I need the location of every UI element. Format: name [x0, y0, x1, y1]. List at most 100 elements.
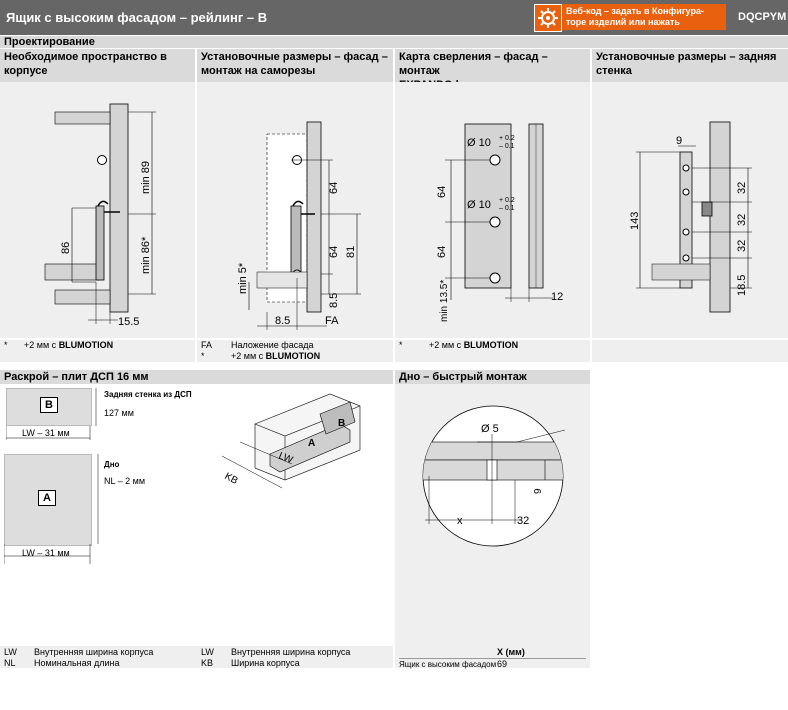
diagram-back-panel: 9 143 32 32 32 18.5	[629, 121, 752, 313]
dim-81: 81	[345, 246, 357, 258]
part-a-size: NL – 2 мм	[104, 476, 146, 486]
col1-line2: корпусе	[4, 65, 48, 77]
note-bold: BLUMOTION	[58, 340, 114, 350]
legend-abbr: KB	[201, 658, 214, 668]
legend-text: Ширина корпуса	[231, 658, 300, 668]
config-line-1: Веб-код – задать в Конфигура-	[566, 6, 704, 16]
note-fa: FA	[201, 340, 213, 350]
part-b-label: B	[40, 397, 58, 413]
dim-32-a: 32	[736, 182, 748, 194]
web-code[interactable]: DQCPYM	[738, 11, 787, 23]
note-col1: * +2 мм с BLUMOTION	[0, 340, 195, 362]
note-bold: BLUMOTION	[265, 351, 321, 361]
part-b-title: Задняя стенка из ДСП	[104, 390, 192, 399]
hole-dia-upper: Ø 10	[467, 137, 491, 149]
dim-143: 143	[629, 212, 641, 230]
col4-line1: Установочные размеры – задняя	[596, 51, 777, 63]
note-mark: *	[4, 340, 8, 350]
part-b-dim: LW – 31 мм	[22, 428, 70, 438]
iso-lw: LW	[277, 451, 295, 467]
tol-plus-lower: + 0.2	[499, 197, 515, 204]
col2-line1: Установочные размеры – фасад –	[201, 51, 388, 63]
x-row-value: 69	[497, 659, 508, 669]
col-header-space: Необходимое пространство в корпусе	[0, 49, 195, 82]
x-mm-header: X (мм)	[497, 647, 525, 657]
dim-min13-5: min 13.5*	[439, 280, 450, 322]
config-line-2: торе изделий или нажать	[566, 17, 680, 27]
legend-col2: LW Внутренняя ширина корпуса KB Ширина кор…	[197, 646, 393, 668]
note-text: +2 мм с	[24, 340, 57, 350]
iso-a: A	[308, 438, 315, 449]
col-header-front-screws: Установочные размеры – фасад – монтаж на…	[197, 49, 393, 82]
dim-64-lower: 64	[328, 246, 340, 258]
section-cutting-bar: Раскрой – плит ДСП 16 мм	[0, 370, 393, 384]
note-fa-text: Наложение фасада	[231, 340, 314, 350]
legend-text: Номинальная длина	[34, 658, 120, 668]
tol-minus-lower: – 0.1	[499, 205, 515, 212]
legend-col1: LW Внутренняя ширина корпуса NL Номинальна…	[0, 646, 197, 668]
dim-fa: FA	[325, 315, 339, 327]
legend-abbr: LW	[201, 647, 214, 657]
note-mark: *	[399, 340, 403, 350]
dim-86: 86	[60, 242, 72, 254]
note-bold: BLUMOTION	[463, 340, 519, 350]
part-b-dims	[6, 388, 97, 440]
quick-x: x	[457, 515, 463, 527]
iso-b: B	[338, 418, 345, 429]
dim-min86: min 86*	[140, 236, 152, 274]
col3-line1: Карта сверления – фасад – монтаж	[399, 51, 548, 77]
configurator-link[interactable]: Веб-код – задать в Конфигура- торе издел…	[562, 4, 726, 30]
dim-min89: min 89	[140, 161, 152, 194]
diagram-drilling-map: Ø 10 + 0.2 – 0.1 Ø 10 + 0.2 – 0.1 64 64 …	[436, 123, 563, 322]
col-header-drilling: Карта сверления – фасад – монтаж EXPANDO…	[395, 49, 590, 91]
note-col4	[592, 340, 788, 362]
legend-text: Внутренняя ширина корпуса	[34, 647, 154, 657]
drawer-isometric: LW KB A B	[221, 393, 361, 489]
x-row-label: Ящик с высоким фасадом	[399, 660, 497, 669]
dim-9: 9	[676, 135, 682, 147]
dim-64-upper: 64	[436, 186, 448, 198]
legend-abbr: NL	[4, 658, 16, 668]
iso-kb: KB	[223, 471, 240, 487]
note-col3: * +2 мм с BLUMOTION	[395, 340, 590, 362]
part-b-size: 127 мм	[104, 408, 134, 418]
quick-32: 32	[517, 515, 529, 527]
part-a-label: A	[38, 490, 56, 506]
dim-64-upper: 64	[328, 182, 340, 194]
dim-32-b: 32	[736, 214, 748, 226]
dim-15-5: 15.5	[118, 316, 139, 328]
legend-text: Внутренняя ширина корпуса	[231, 647, 351, 657]
col1-line1: Необходимое пространство в	[4, 51, 167, 63]
tol-minus-upper: – 0.1	[499, 143, 515, 150]
dim-8-5-horiz: 8.5	[275, 315, 290, 327]
quick-9: 9	[533, 488, 544, 494]
part-a-dims	[4, 454, 99, 564]
col4-line2: стенка	[596, 65, 632, 77]
dim-12: 12	[551, 291, 563, 303]
gear-icon[interactable]	[534, 4, 562, 32]
dim-min5: min 5*	[237, 262, 249, 294]
dim-18-5: 18.5	[736, 275, 748, 296]
legend-col3: X (мм) Ящик с высоким фасадом69	[395, 646, 590, 669]
col2-line2: монтаж на саморезы	[201, 65, 316, 77]
note-col2: FA Наложение фасада * +2 мм с BLUMOTION	[197, 340, 393, 362]
dim-8-5-vert: 8.5	[328, 293, 340, 308]
tol-plus-upper: + 0.2	[499, 135, 515, 142]
dim-32-c: 32	[736, 240, 748, 252]
part-a-dim: LW – 31 мм	[22, 548, 70, 558]
legend-abbr: LW	[4, 647, 17, 657]
diagram-quick-mount: Ø 5 9 x 32	[422, 405, 566, 547]
note-text: +2 мм с	[429, 340, 462, 350]
diagram-front-screws: 64 64 81 8.5 min 5* 8.5 FA	[237, 121, 361, 330]
dim-64-lower: 64	[436, 246, 448, 258]
note-mark: *	[201, 351, 205, 361]
section-design-bar: Проектирование	[0, 36, 788, 48]
note-text: +2 мм с	[231, 351, 264, 361]
diagram-required-space: min 89 min 86* 86 15.5	[44, 103, 156, 328]
section-quick-mount-bar: Дно – быстрый монтаж	[395, 370, 590, 384]
hole-dia-lower: Ø 10	[467, 199, 491, 211]
quick-dia: Ø 5	[481, 423, 499, 435]
page-title: Ящик с высоким фасадом – рейлинг – B	[6, 10, 268, 25]
col-header-back: Установочные размеры – задняя стенка	[592, 49, 788, 82]
part-a-title: Дно	[104, 460, 120, 469]
